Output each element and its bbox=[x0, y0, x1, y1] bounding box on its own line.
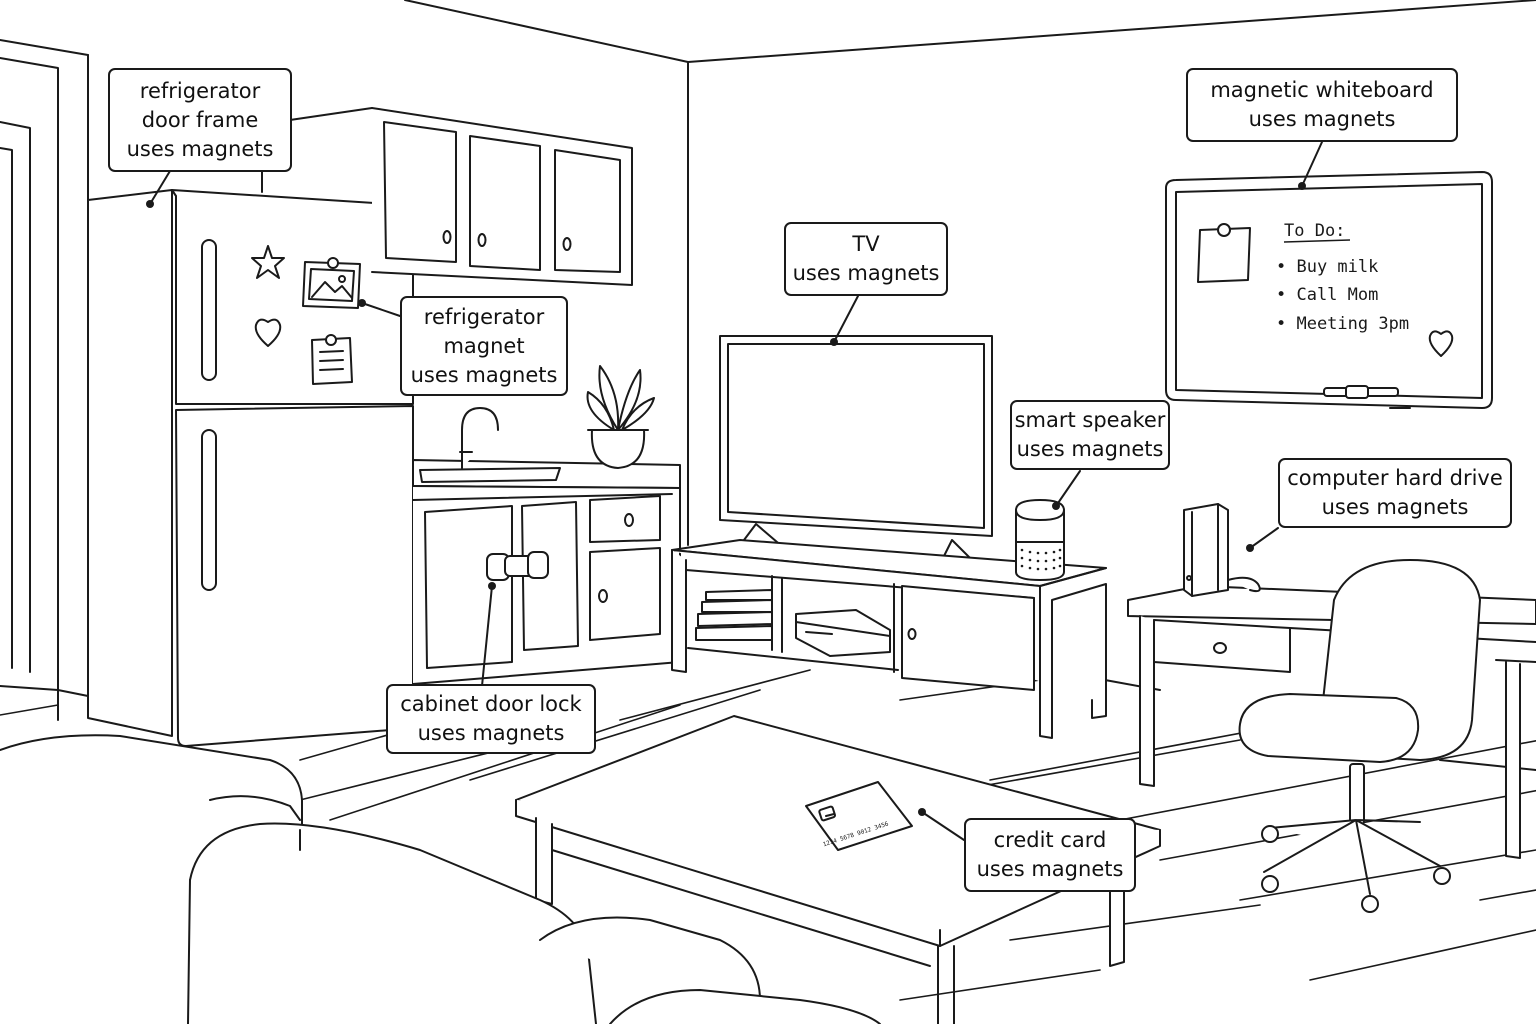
star-icon bbox=[252, 246, 284, 278]
callout-line: uses magnets bbox=[1248, 107, 1396, 131]
media-player bbox=[796, 610, 890, 656]
callout-refrigerator-magnet: refrigerator magnet uses magnets bbox=[400, 296, 568, 396]
callout-credit-card: credit card uses magnets bbox=[964, 818, 1136, 892]
smart-speaker bbox=[1016, 500, 1064, 580]
callout-line: smart speaker bbox=[1014, 408, 1166, 432]
callout-refrigerator-door-frame: refrigerator door frame uses magnets bbox=[108, 68, 292, 172]
callout-magnetic-whiteboard: magnetic whiteboard uses magnets bbox=[1186, 68, 1458, 142]
computer-hard-drive bbox=[1184, 504, 1260, 596]
whiteboard-item: • Call Mom bbox=[1276, 285, 1378, 305]
anchor-dots bbox=[146, 182, 1306, 816]
picture-icon bbox=[303, 258, 360, 308]
callout-line: uses magnets bbox=[126, 136, 274, 161]
callout-line: uses magnets bbox=[1016, 437, 1164, 461]
magnetic-whiteboard bbox=[1166, 172, 1492, 408]
callout-line: uses magnets bbox=[792, 261, 940, 285]
callout-line: door frame bbox=[141, 107, 259, 132]
credit-card bbox=[806, 782, 912, 850]
callout-line: refrigerator bbox=[423, 304, 545, 329]
callout-line: cabinet door lock bbox=[400, 692, 582, 716]
callout-computer-hard-drive: computer hard drive uses magnets bbox=[1278, 458, 1512, 528]
note-icon bbox=[312, 335, 352, 384]
pin-icon bbox=[1218, 224, 1230, 236]
callout-line: refrigerator bbox=[139, 78, 261, 103]
callout-line: credit card bbox=[993, 828, 1107, 852]
callout-smart-speaker: smart speaker uses magnets bbox=[1010, 400, 1170, 470]
tv-console bbox=[672, 540, 1106, 738]
callout-line: uses magnets bbox=[1321, 495, 1469, 519]
cabinet-magnetic-lock bbox=[487, 552, 548, 580]
leader-lines bbox=[150, 142, 1322, 840]
upper-cabinets bbox=[262, 108, 632, 285]
whiteboard-item: • Meeting 3pm bbox=[1276, 314, 1409, 334]
callout-line: TV bbox=[852, 232, 880, 256]
callout-tv: TV uses magnets bbox=[784, 222, 948, 296]
callout-cabinet-door-lock: cabinet door lock uses magnets bbox=[386, 684, 596, 754]
refrigerator bbox=[88, 190, 413, 746]
whiteboard-heading: To Do: bbox=[1284, 221, 1345, 241]
speaker-grille bbox=[1020, 548, 1062, 571]
heart-icon bbox=[256, 320, 281, 346]
callout-line: uses magnets bbox=[976, 857, 1124, 881]
callout-line: uses magnets bbox=[417, 721, 565, 745]
pinned-note bbox=[1198, 228, 1250, 282]
office-chair bbox=[1240, 560, 1480, 912]
whiteboard-heart-icon bbox=[1430, 331, 1453, 356]
kitchen-plant bbox=[588, 366, 654, 468]
callout-line: uses magnets bbox=[410, 362, 558, 387]
callout-line: magnetic whiteboard bbox=[1210, 78, 1434, 102]
whiteboard-item: • Buy milk bbox=[1276, 257, 1378, 277]
tv bbox=[720, 336, 992, 568]
callout-line: computer hard drive bbox=[1287, 466, 1503, 490]
room-walls bbox=[0, 0, 1536, 770]
sofa bbox=[0, 735, 880, 1024]
callout-line: magnet bbox=[443, 333, 525, 358]
